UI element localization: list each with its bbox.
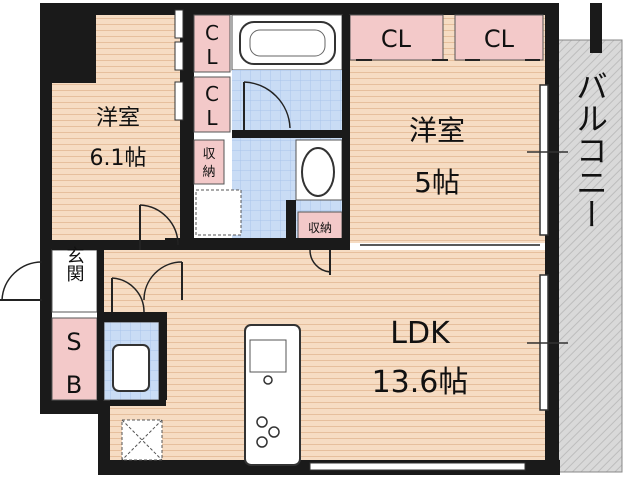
ldk-floor [165,250,545,460]
closet-top-2 [454,14,544,61]
closet-left-lower-c: C [205,82,219,106]
closet-left-lower-l: L [206,106,218,130]
western-room-1-size: 6.1帖 [90,146,147,171]
balcony [557,39,623,473]
western-room-2-name: 洋室 [409,114,465,147]
wall-notch [52,15,96,83]
western-room-1-name: 洋室 [96,106,140,131]
closet-left-lower [193,76,231,133]
sink [249,339,287,373]
shoe-box [51,317,98,401]
closet-left-upper-l: L [206,45,218,69]
shoe-box-label-s: S [66,328,81,356]
doors [0,59,540,313]
shoe-box-label-b: B [66,371,82,399]
stove-burner [256,436,268,448]
windows [174,9,568,471]
closet-top-1-label: CL [381,25,412,53]
stove-burner [268,426,280,438]
hallway-floor [97,250,167,315]
western-room-1-floor-top [96,15,180,83]
refrigerator-space [121,419,163,461]
entrance [51,249,98,313]
closet-top-2-label: CL [484,25,515,53]
toilet [112,344,150,392]
storage-left-line1: 収 [202,147,215,162]
bathtub [239,21,336,65]
stove-burner [256,416,268,428]
storage-left [193,139,225,185]
western-room-2-size: 5帖 [414,166,460,199]
ldk-size: 13.6帖 [372,365,469,400]
closet-left-upper-c: C [205,21,219,45]
entrance-label: 玄関 [64,246,85,282]
storage-right-label: 収納 [308,221,332,235]
closet-left-upper [193,14,231,73]
storage-left-line2: 納 [202,165,215,180]
closet-top-1 [349,14,444,61]
interior-walls [52,15,350,406]
ldk-name: LDK [390,316,451,351]
washbasin [301,147,335,197]
kitchen-counter [244,324,301,466]
balcony-label: バルコニー [571,70,609,230]
washing-machine-space [195,189,242,236]
